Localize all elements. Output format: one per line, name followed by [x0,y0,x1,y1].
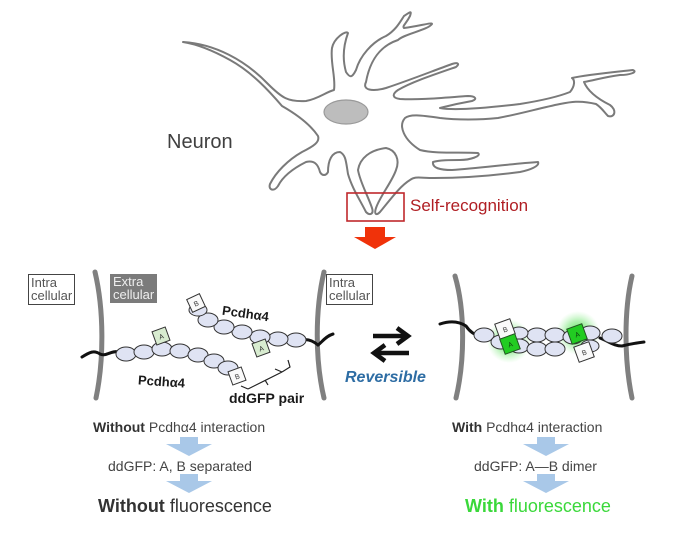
svg-text:B: B [581,349,588,357]
left-condition-rest: Pcdhα4 interaction [144,419,266,435]
right-result: With fluorescence [465,496,611,517]
pcdh-label-bottom: Pcdhα4 [137,372,186,391]
extracellular-label-line2: cellular [113,287,155,302]
svg-text:B: B [502,326,509,334]
reversible-arrows-icon [370,326,412,363]
intracellular-label-left: Intra cellular [28,274,76,305]
left-state: ddGFP: A, B separated [108,458,252,474]
neuron-illustration [182,11,636,216]
membrane-right-panel-left [452,273,466,401]
svg-text:A: A [574,331,581,339]
extracellular-label-line1: Extra [113,274,144,289]
fragment-a-dimer-right: A [566,323,588,345]
svg-text:A: A [158,333,165,341]
flow-arrow-right-2 [523,474,569,493]
intracellular-label-line2: cellular [31,288,73,303]
left-condition: Without Pcdhα4 interaction [93,419,265,435]
fragment-b-bottom: B [227,366,247,386]
left-condition-bold: Without [93,419,145,435]
right-membrane-panel: B A A B [438,273,646,401]
membrane-left [92,269,105,401]
right-state: ddGFP: A—B dimer [474,458,597,474]
svg-text:A: A [507,341,514,349]
right-condition-rest: Pcdhα4 interaction [482,419,603,435]
intracellular-label-right-line2: cellular [329,288,371,303]
intracellular-label-right: Intra cellular [326,274,374,305]
flow-arrow-right-1 [523,437,569,456]
down-arrow-icon [354,227,396,249]
left-result: Without fluorescence [98,496,272,517]
neuron-label: Neuron [167,131,233,153]
fragment-a-top: A [251,338,271,358]
nucleus [323,99,369,125]
fragment-b-dimer-right: B [573,341,595,363]
intracellular-label-right-line1: Intra [329,275,356,290]
self-recognition-box [346,192,405,222]
flow-arrow-left-1 [166,437,212,456]
reversible-label: Reversible [345,369,426,386]
membrane-right-panel-right [623,273,635,401]
protein-tail-left [80,350,120,359]
fragment-a-bottom: A [151,326,171,346]
left-result-bold: Without [98,496,165,516]
flow-arrow-left-2 [166,474,212,493]
svg-text:B: B [234,373,241,381]
svg-text:A: A [258,345,265,353]
membrane-right [314,269,327,401]
intracellular-label-line1: Intra [31,275,58,290]
fragment-b-top: B [186,293,206,313]
ddgfp-pair-label: ddGFP pair [229,390,305,406]
neuron-outline [182,11,636,216]
svg-text:B: B [193,300,200,308]
ddgfp-pair-bracket [240,368,283,390]
left-result-rest: fluorescence [164,496,272,516]
right-result-rest: fluorescence [503,496,611,516]
pcdh-protein-bottom [115,341,239,376]
right-result-bold: With [465,496,504,516]
self-recognition-label: Self-recognition [410,196,529,215]
fragment-a-dimer-left: A [499,333,521,355]
fragment-b-dimer-left: B [494,318,516,340]
right-condition-bold: With [452,419,483,435]
right-condition: With Pcdhα4 interaction [452,419,602,435]
extracellular-label: Extra cellular [110,274,158,303]
left-membrane-panel: A B B A [80,269,335,401]
